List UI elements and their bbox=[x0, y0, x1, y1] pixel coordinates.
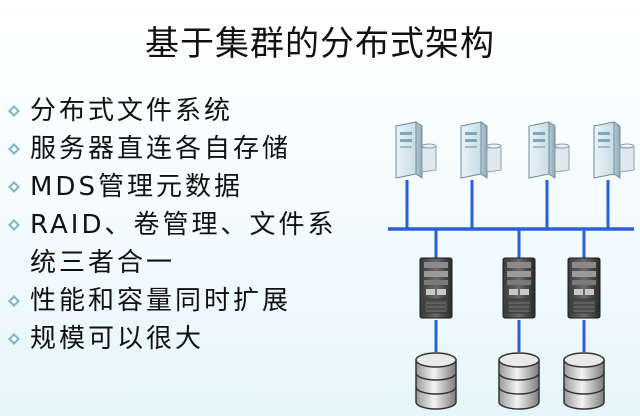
storage-disk-1 bbox=[415, 352, 457, 410]
disk-storage-icon bbox=[563, 352, 605, 410]
storage-disk-3 bbox=[563, 352, 605, 410]
bullet-item: MDS管理元数据 bbox=[0, 168, 350, 206]
storage-disk-2 bbox=[498, 352, 540, 410]
bullet-text: 性能和容量同时扩展 bbox=[30, 286, 292, 316]
bullet-text: MDS管理元数据 bbox=[30, 172, 243, 202]
desktop-computer-icon bbox=[460, 121, 502, 179]
slide-title: 基于集群的分布式架构 bbox=[145, 24, 495, 64]
diamond-bullet-icon bbox=[8, 219, 20, 231]
diamond-bullet-icon bbox=[8, 181, 20, 193]
storage-server-1 bbox=[419, 257, 453, 319]
desktop-computer-icon bbox=[395, 121, 437, 179]
diamond-bullet-icon bbox=[8, 333, 20, 345]
disk-storage-icon bbox=[498, 352, 540, 410]
bullet-list: 分布式文件系统 服务器直连各自存储 MDS管理元数据 RAID、卷管理、文件系统… bbox=[0, 92, 350, 358]
bullet-text: 规模可以很大 bbox=[30, 324, 205, 354]
client-computer-3 bbox=[528, 121, 570, 179]
bullet-item: 分布式文件系统 bbox=[0, 92, 350, 130]
storage-server-2 bbox=[502, 257, 536, 319]
tower-server-icon bbox=[419, 257, 453, 319]
bullet-text: 分布式文件系统 bbox=[30, 96, 234, 126]
diamond-bullet-icon bbox=[8, 105, 20, 117]
bullet-text: RAID、卷管理、文件系统三者合一 bbox=[30, 210, 337, 278]
client-computer-4 bbox=[593, 121, 635, 179]
client-computer-2 bbox=[460, 121, 502, 179]
client-computer-1 bbox=[395, 121, 437, 179]
desktop-computer-icon bbox=[593, 121, 635, 179]
disk-storage-icon bbox=[415, 352, 457, 410]
network-links bbox=[388, 180, 634, 258]
storage-links bbox=[434, 320, 586, 352]
diamond-bullet-icon bbox=[8, 143, 20, 155]
bullet-item: 规模可以很大 bbox=[0, 320, 350, 358]
storage-server-3 bbox=[567, 257, 601, 319]
diamond-bullet-icon bbox=[8, 295, 20, 307]
tower-server-icon bbox=[502, 257, 536, 319]
bullet-item: 服务器直连各自存储 bbox=[0, 130, 350, 168]
bullet-item: RAID、卷管理、文件系统三者合一 bbox=[0, 206, 350, 282]
bullet-item: 性能和容量同时扩展 bbox=[0, 282, 350, 320]
bullet-text: 服务器直连各自存储 bbox=[30, 134, 292, 164]
desktop-computer-icon bbox=[528, 121, 570, 179]
tower-server-icon bbox=[567, 257, 601, 319]
